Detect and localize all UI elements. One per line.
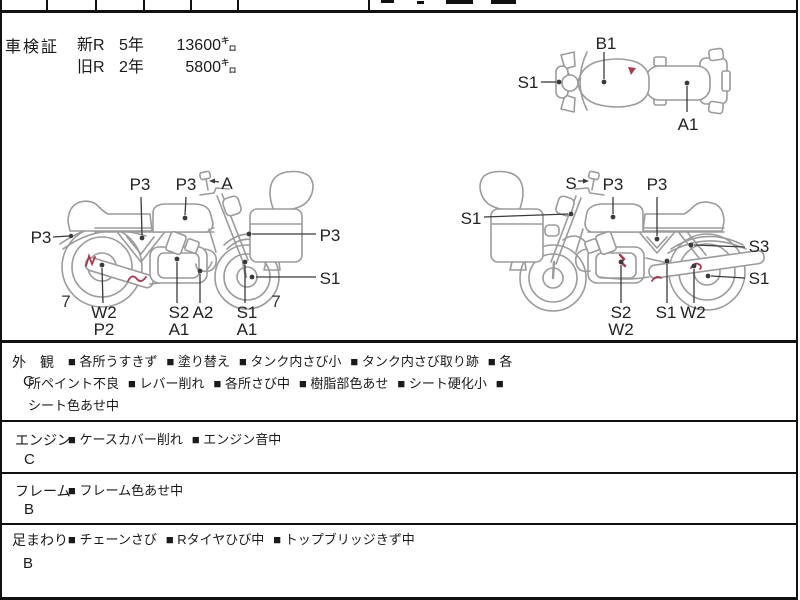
era-label: 旧R (77, 59, 105, 76)
condition-item: ■ チェーンさび (68, 532, 157, 547)
page-border-left (0, 0, 2, 599)
top-view-diagram: S1 B1 A1 (518, 34, 731, 134)
diagram-label: A1 (169, 320, 190, 339)
divider (190, 0, 192, 10)
condition-item: ■ 各所うすきず (68, 354, 158, 369)
section-grade: C (23, 373, 34, 390)
section-items: ■ ケースカバー削れ ■ エンジン音中 (28, 429, 728, 451)
condition-item: ■ エンジン音中 (191, 432, 282, 447)
diagram-label: S1 (320, 269, 341, 288)
damage-mark (85, 253, 96, 267)
diagram-label: P3 (603, 175, 624, 194)
diagram-label: A1 (678, 115, 699, 134)
diagram-label: S1 (237, 303, 258, 322)
damage-mark (127, 275, 147, 282)
diagram-label: P3 (130, 175, 151, 194)
registration-row: 新R 5年 13600㌔ (77, 31, 237, 55)
diagram-label: W2 (91, 303, 117, 322)
diagram-label: S1 (749, 269, 770, 288)
right-side-view-diagram: S P3 P3 S1 S3 S1 S2 W2 S1 W2 (461, 170, 770, 339)
section-items: ■ フレーム色あせ中 (28, 480, 728, 502)
years-value: 2年 (119, 59, 144, 76)
condition-item: ■ シート色あせ中 (28, 376, 504, 413)
diagram-label: S3 (749, 237, 770, 256)
divider (46, 0, 48, 10)
distance-value: 5800㌔ (185, 59, 237, 76)
condition-item: ■ フレーム色あせ中 (68, 483, 184, 498)
condition-item: ■ タンク内さび小 (238, 354, 342, 369)
condition-item: ■ シート硬化小 (397, 376, 487, 391)
section-name: フレーム (15, 483, 71, 499)
diagram-label: S1 (656, 303, 677, 322)
diagram-label: P3 (647, 175, 668, 194)
section-rule (0, 340, 798, 343)
damage-mark (651, 276, 662, 282)
diagram-label: P3 (176, 175, 197, 194)
motorcycle-side-view-art (59, 170, 314, 310)
condition-item: ■ 樹脂部色あせ (298, 376, 389, 391)
left-side-view-diagram: P3 P3 A P3 P3 S1 7 7 W2 P2 S2 A2 A1 S1 A… (31, 170, 341, 339)
diagram-label: S2 (169, 303, 190, 322)
distance-value: 13600㌔ (176, 37, 238, 54)
section-grade: C (24, 451, 35, 468)
section-name: 足まわり (12, 532, 68, 548)
condition-item: ■ 各所さび中 (213, 376, 290, 391)
era-label: 新R (77, 37, 105, 54)
diagram-label: P3 (320, 226, 341, 245)
damage-mark (628, 67, 636, 75)
diagram-label: P2 (94, 320, 115, 339)
section-rule (0, 419, 798, 422)
diagram-label: W2 (608, 320, 634, 339)
section-rule (0, 471, 798, 474)
years-value: 5年 (119, 37, 144, 54)
condition-item: ■ 塗り替え (166, 354, 230, 369)
condition-item: ■ タンク内さび取り跡 (350, 354, 479, 369)
diagram-label: S1 (518, 73, 539, 92)
motorcycle-top-view-art (555, 47, 731, 115)
condition-item: ■ ケースカバー削れ (68, 432, 183, 447)
registration-title: 車検証 (5, 39, 60, 56)
diagram-label: S1 (461, 209, 482, 228)
diagram-label: S2 (611, 303, 632, 322)
section-grade: B (24, 501, 35, 518)
divider (143, 0, 145, 10)
condition-item: ■ 各所ペイント不良 (28, 354, 513, 391)
diagram-label: A2 (193, 303, 214, 322)
diagram-label: S (565, 174, 576, 193)
leader-lines (541, 52, 690, 112)
leader-lines (52, 178, 316, 304)
diagram-label: A1 (237, 320, 258, 339)
diagram-label: 7 (61, 292, 70, 311)
diagram-label: 7 (271, 292, 280, 311)
section-items: ■ 各所うすきず ■ 塗り替え ■ タンク内さび小 ■ タンク内さび取り跡■ 各所ペイ… (28, 351, 520, 417)
clipped-text-fragment (491, 0, 516, 4)
condition-item: ■ トップブリッジきず中 (273, 532, 415, 547)
page-border-bottom (0, 597, 798, 600)
diagram-label: P3 (31, 228, 52, 247)
clipped-text-fragment (381, 0, 394, 3)
divider (95, 0, 97, 10)
diagram-label: B1 (596, 34, 617, 53)
registration-row: 旧R 2年 5800㌔ (77, 53, 237, 77)
clipped-text-fragment (417, 1, 424, 4)
condition-item: ■ Rタイヤひび中 (165, 532, 265, 547)
section-rule (0, 522, 798, 525)
leader-lines (483, 178, 746, 303)
diagram-label: A (221, 174, 233, 193)
section-items: ■ チェーンさび ■ Rタイヤひび中 ■ トップブリッジきず中 (28, 529, 728, 551)
condition-item: ■ レバー削れ (128, 376, 205, 391)
divider (237, 0, 239, 10)
section-name: エンジン (15, 432, 71, 448)
section-grade: B (23, 555, 34, 572)
header-bottom-rule (0, 10, 798, 13)
divider (368, 0, 370, 10)
section-name: 外 観 (12, 354, 54, 370)
page-border-right (795, 0, 798, 599)
diagram-label: W2 (680, 303, 706, 322)
clipped-text-fragment (446, 0, 473, 4)
